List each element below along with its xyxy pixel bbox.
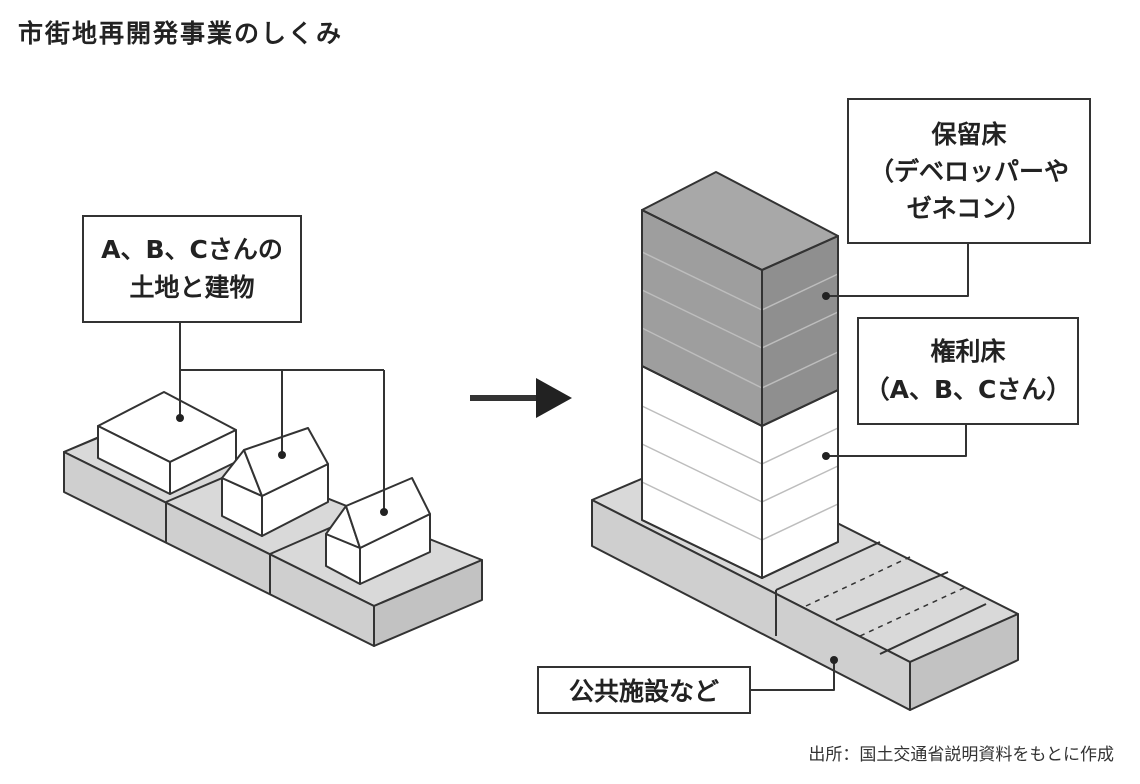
redeveloped-site bbox=[591, 171, 1019, 711]
label-rights-line1: 権利床 bbox=[930, 337, 1006, 366]
label-land-owners-line1: A、B、Cさんの bbox=[101, 235, 283, 264]
label-reserved-line1: 保留床 bbox=[931, 119, 1007, 149]
right-arrow-icon bbox=[470, 378, 572, 418]
house-b bbox=[221, 427, 329, 537]
public-line-2 bbox=[835, 571, 949, 621]
label-land-owners: A、B、Cさんの 土地と建物 bbox=[82, 215, 302, 323]
source-note: 出所：国土交通省説明資料をもとに作成 bbox=[808, 745, 1114, 765]
label-public-facilities: 公共施設など bbox=[537, 666, 751, 714]
house-a bbox=[97, 391, 237, 495]
label-land-owners-line2: 土地と建物 bbox=[129, 273, 255, 302]
site-right bbox=[909, 613, 1019, 711]
label-reserved-line3: ゼネコン） bbox=[906, 193, 1032, 223]
base-right bbox=[373, 559, 483, 647]
public-line-3 bbox=[879, 603, 987, 655]
house-c bbox=[325, 477, 431, 585]
label-rights-line2: （A、B、Cさん） bbox=[864, 375, 1072, 404]
label-reserved-line2: （デベロッパーや bbox=[868, 156, 1069, 186]
land-plots bbox=[63, 323, 483, 647]
public-line-1 bbox=[775, 541, 881, 591]
label-reserved-floor: 保留床 （デベロッパーや ゼネコン） bbox=[847, 98, 1091, 244]
diagram-title: 市街地再開発事業のしくみ bbox=[18, 19, 344, 48]
label-rights-floor: 権利床 （A、B、Cさん） bbox=[857, 317, 1079, 425]
